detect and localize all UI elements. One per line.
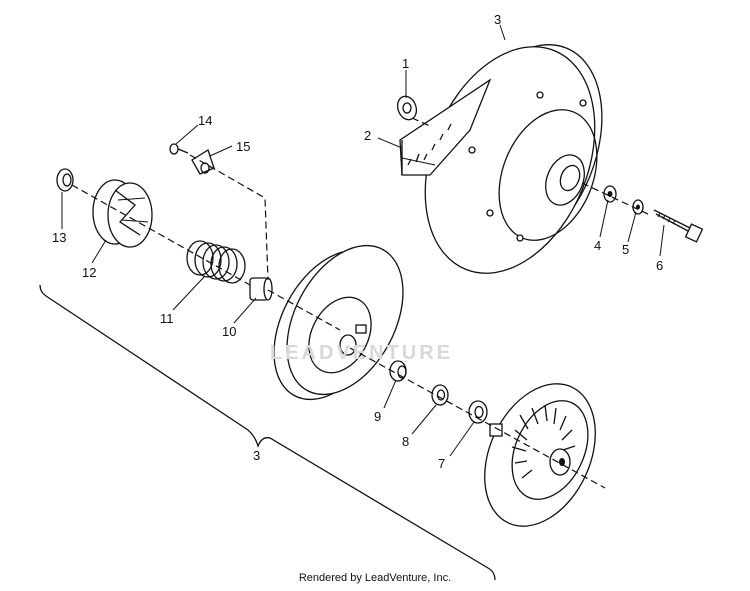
callout-5: 5 — [622, 242, 629, 257]
callout-14: 14 — [198, 113, 212, 128]
assembly-bracket — [39, 284, 496, 581]
retaining-ring-13[interactable] — [56, 168, 74, 192]
callout-13: 13 — [52, 230, 66, 245]
callout-15: 15 — [236, 139, 250, 154]
screw-14[interactable] — [169, 143, 189, 155]
assembly-axis-lines — [71, 117, 651, 489]
leader-lines — [61, 24, 665, 457]
washer-1[interactable] — [394, 94, 419, 123]
cam-12[interactable] — [92, 179, 153, 248]
callout-10: 10 — [222, 324, 236, 339]
callout-labels: 1 2 3 4 5 6 7 8 9 10 11 12 13 14 15 3 — [52, 12, 663, 471]
drive-belt[interactable] — [399, 78, 492, 176]
spring-11[interactable] — [186, 240, 246, 284]
callout-3-assembly: 3 — [253, 448, 260, 463]
watermark: LEADVENTURE — [270, 342, 454, 364]
callout-6: 6 — [656, 258, 663, 273]
footer-credit: Rendered by LeadVenture, Inc. — [298, 572, 452, 584]
callout-7: 7 — [438, 456, 445, 471]
callout-8: 8 — [402, 434, 409, 449]
fixed-sheave[interactable] — [463, 366, 617, 544]
callout-11: 11 — [160, 311, 174, 326]
callout-1: 1 — [402, 56, 409, 71]
bushing-10[interactable] — [249, 277, 273, 301]
callout-4: 4 — [594, 238, 601, 253]
moveable-sheave[interactable] — [250, 226, 426, 419]
washer-5[interactable] — [632, 199, 644, 215]
callout-9: 9 — [374, 409, 381, 424]
callout-3-sheave: 3 — [494, 12, 501, 27]
washer-8[interactable] — [431, 384, 449, 406]
washer-7[interactable] — [468, 400, 488, 424]
callout-12: 12 — [82, 265, 96, 280]
callout-2: 2 — [364, 128, 371, 143]
bolt-6[interactable] — [653, 209, 704, 243]
